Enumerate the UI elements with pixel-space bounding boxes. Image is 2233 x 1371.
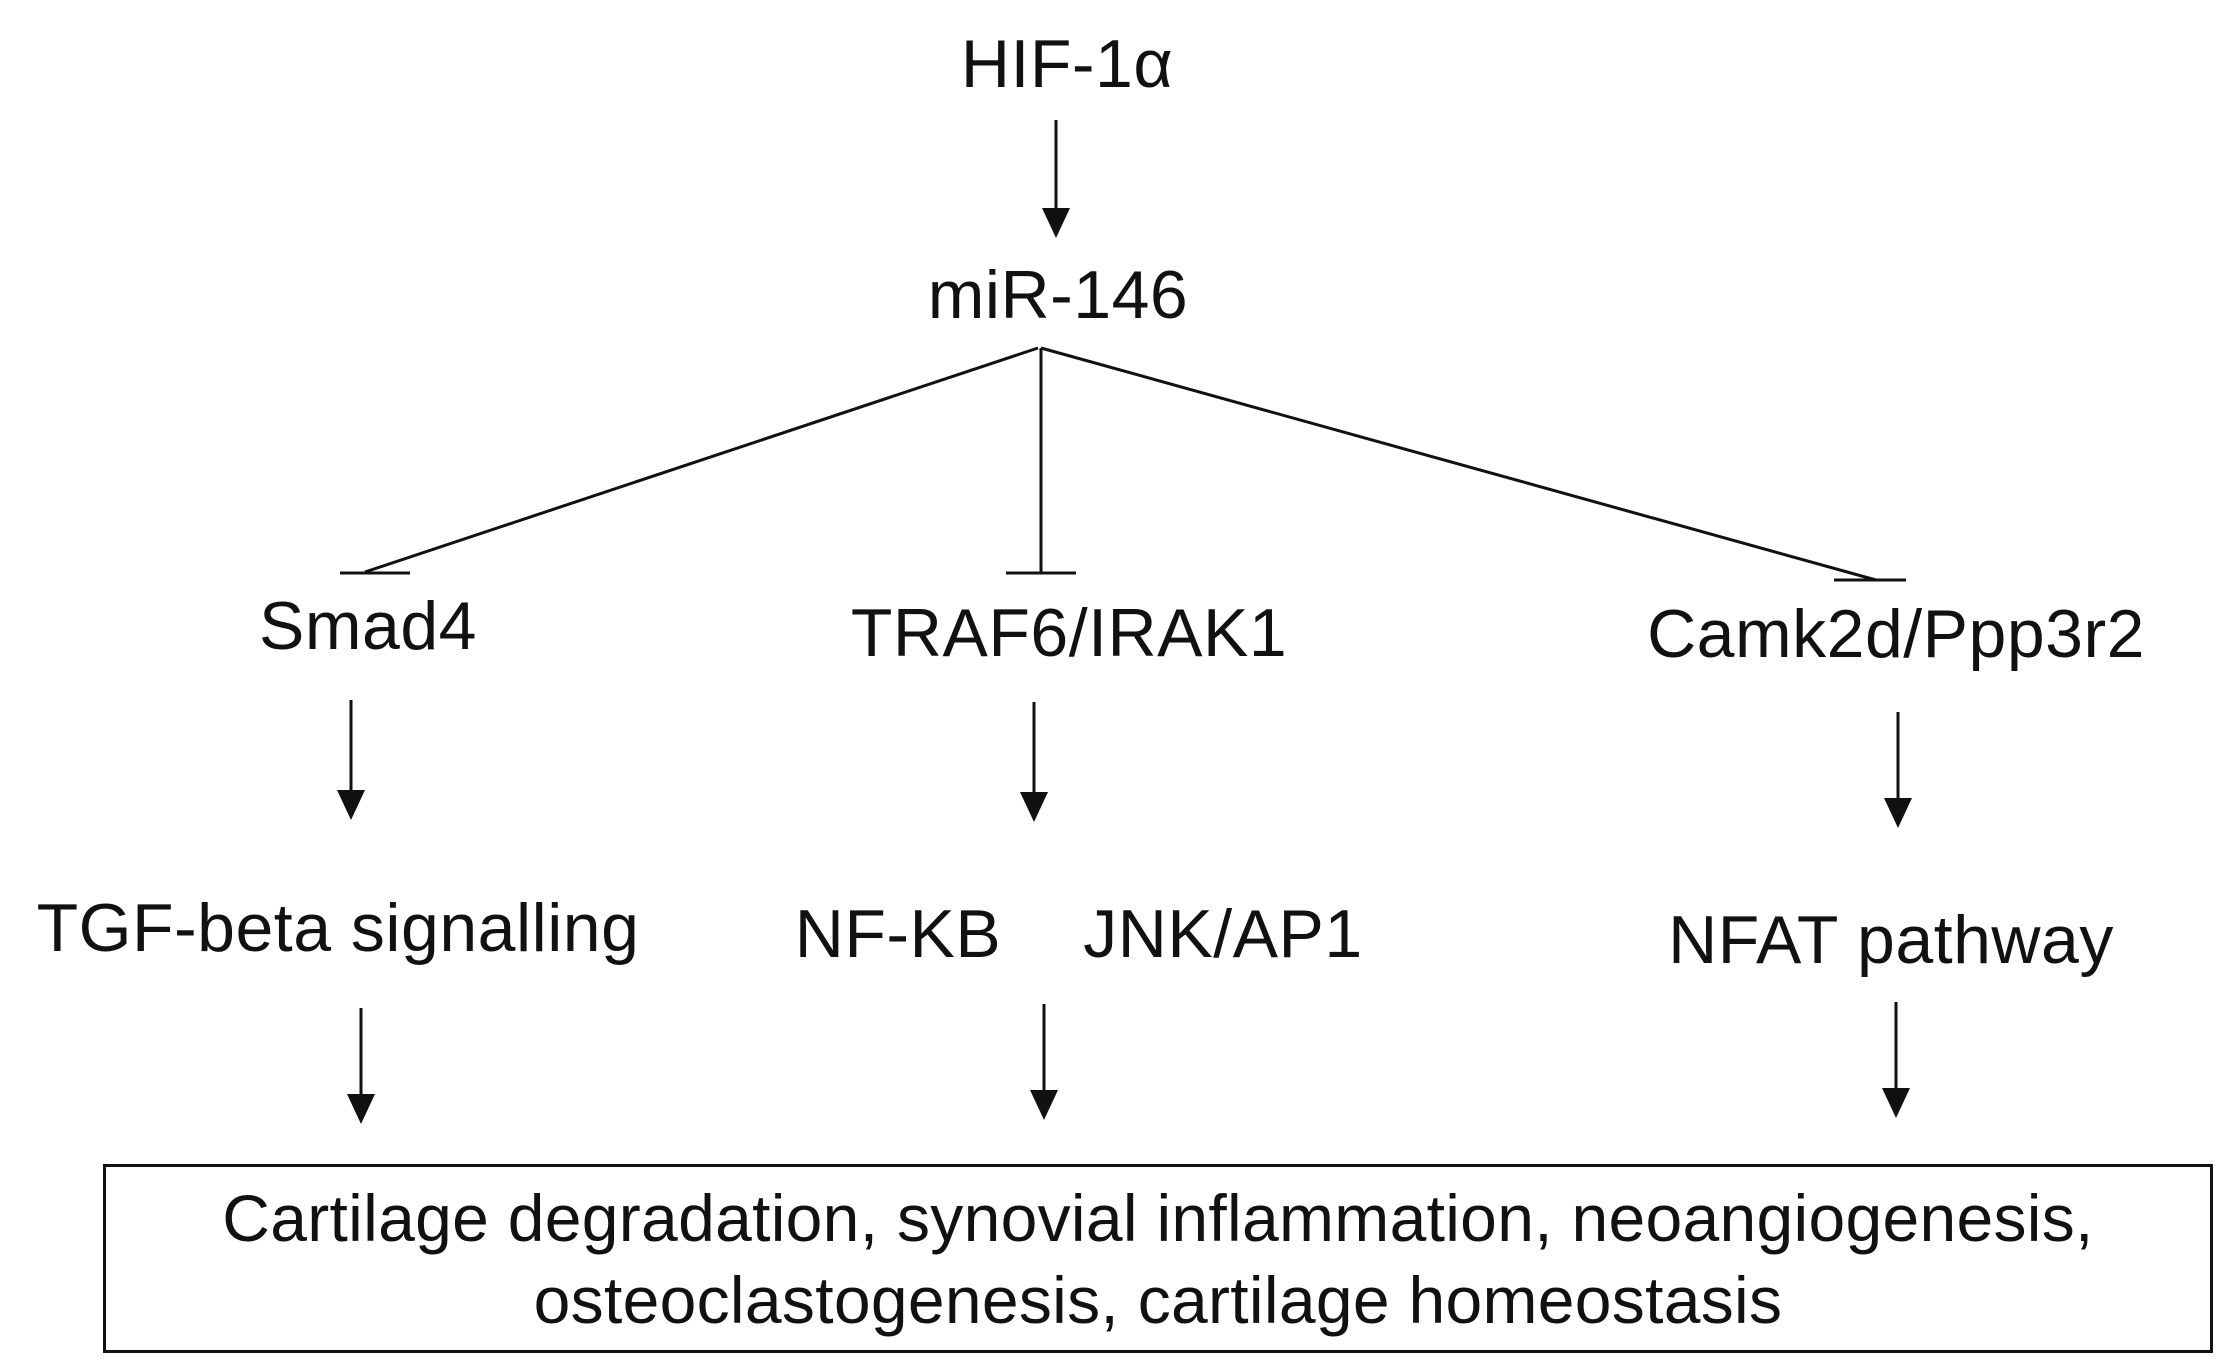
node-smad4: Smad4 bbox=[259, 588, 477, 664]
outcome-box: Cartilage degradation, synovial inflamma… bbox=[103, 1164, 2213, 1353]
node-jnk-ap1: JNK/AP1 bbox=[1083, 896, 1363, 972]
arrow-traf6-to-nfkb-jnk bbox=[1020, 702, 1048, 822]
arrow-nfkb-jnk-to-outcome bbox=[1030, 1004, 1058, 1120]
node-tgf-beta-signalling: TGF-beta signalling bbox=[36, 890, 640, 966]
outcome-line-1: Cartilage degradation, synovial inflamma… bbox=[222, 1180, 2094, 1255]
node-camk2d-ppp3r2: Camk2d/Ppp3r2 bbox=[1647, 596, 2145, 672]
arrow-tgf-beta-to-outcome bbox=[347, 1008, 375, 1124]
inhibition-mir146-to-smad4 bbox=[340, 346, 1039, 575]
inhibition-mir146-to-traf6 bbox=[1006, 348, 1076, 575]
node-nfat-pathway: NFAT pathway bbox=[1668, 902, 2114, 978]
node-nf-kb: NF-KB bbox=[794, 896, 1002, 972]
arrow-nfat-to-outcome bbox=[1882, 1002, 1910, 1118]
outcome-line-2: osteoclastogenesis, cartilage homeostasi… bbox=[533, 1262, 1783, 1337]
node-hif1a: HIF-1α bbox=[960, 26, 1174, 102]
arrow-camk2d-to-nfat bbox=[1884, 712, 1912, 828]
arrow-hif1a-to-mir146 bbox=[1042, 120, 1070, 238]
arrow-smad4-to-tgf-beta bbox=[337, 700, 365, 820]
inhibition-mir146-to-camk2d bbox=[1040, 346, 1906, 582]
node-traf6-irak1: TRAF6/IRAK1 bbox=[850, 595, 1288, 671]
node-mir146: miR-146 bbox=[927, 257, 1189, 333]
